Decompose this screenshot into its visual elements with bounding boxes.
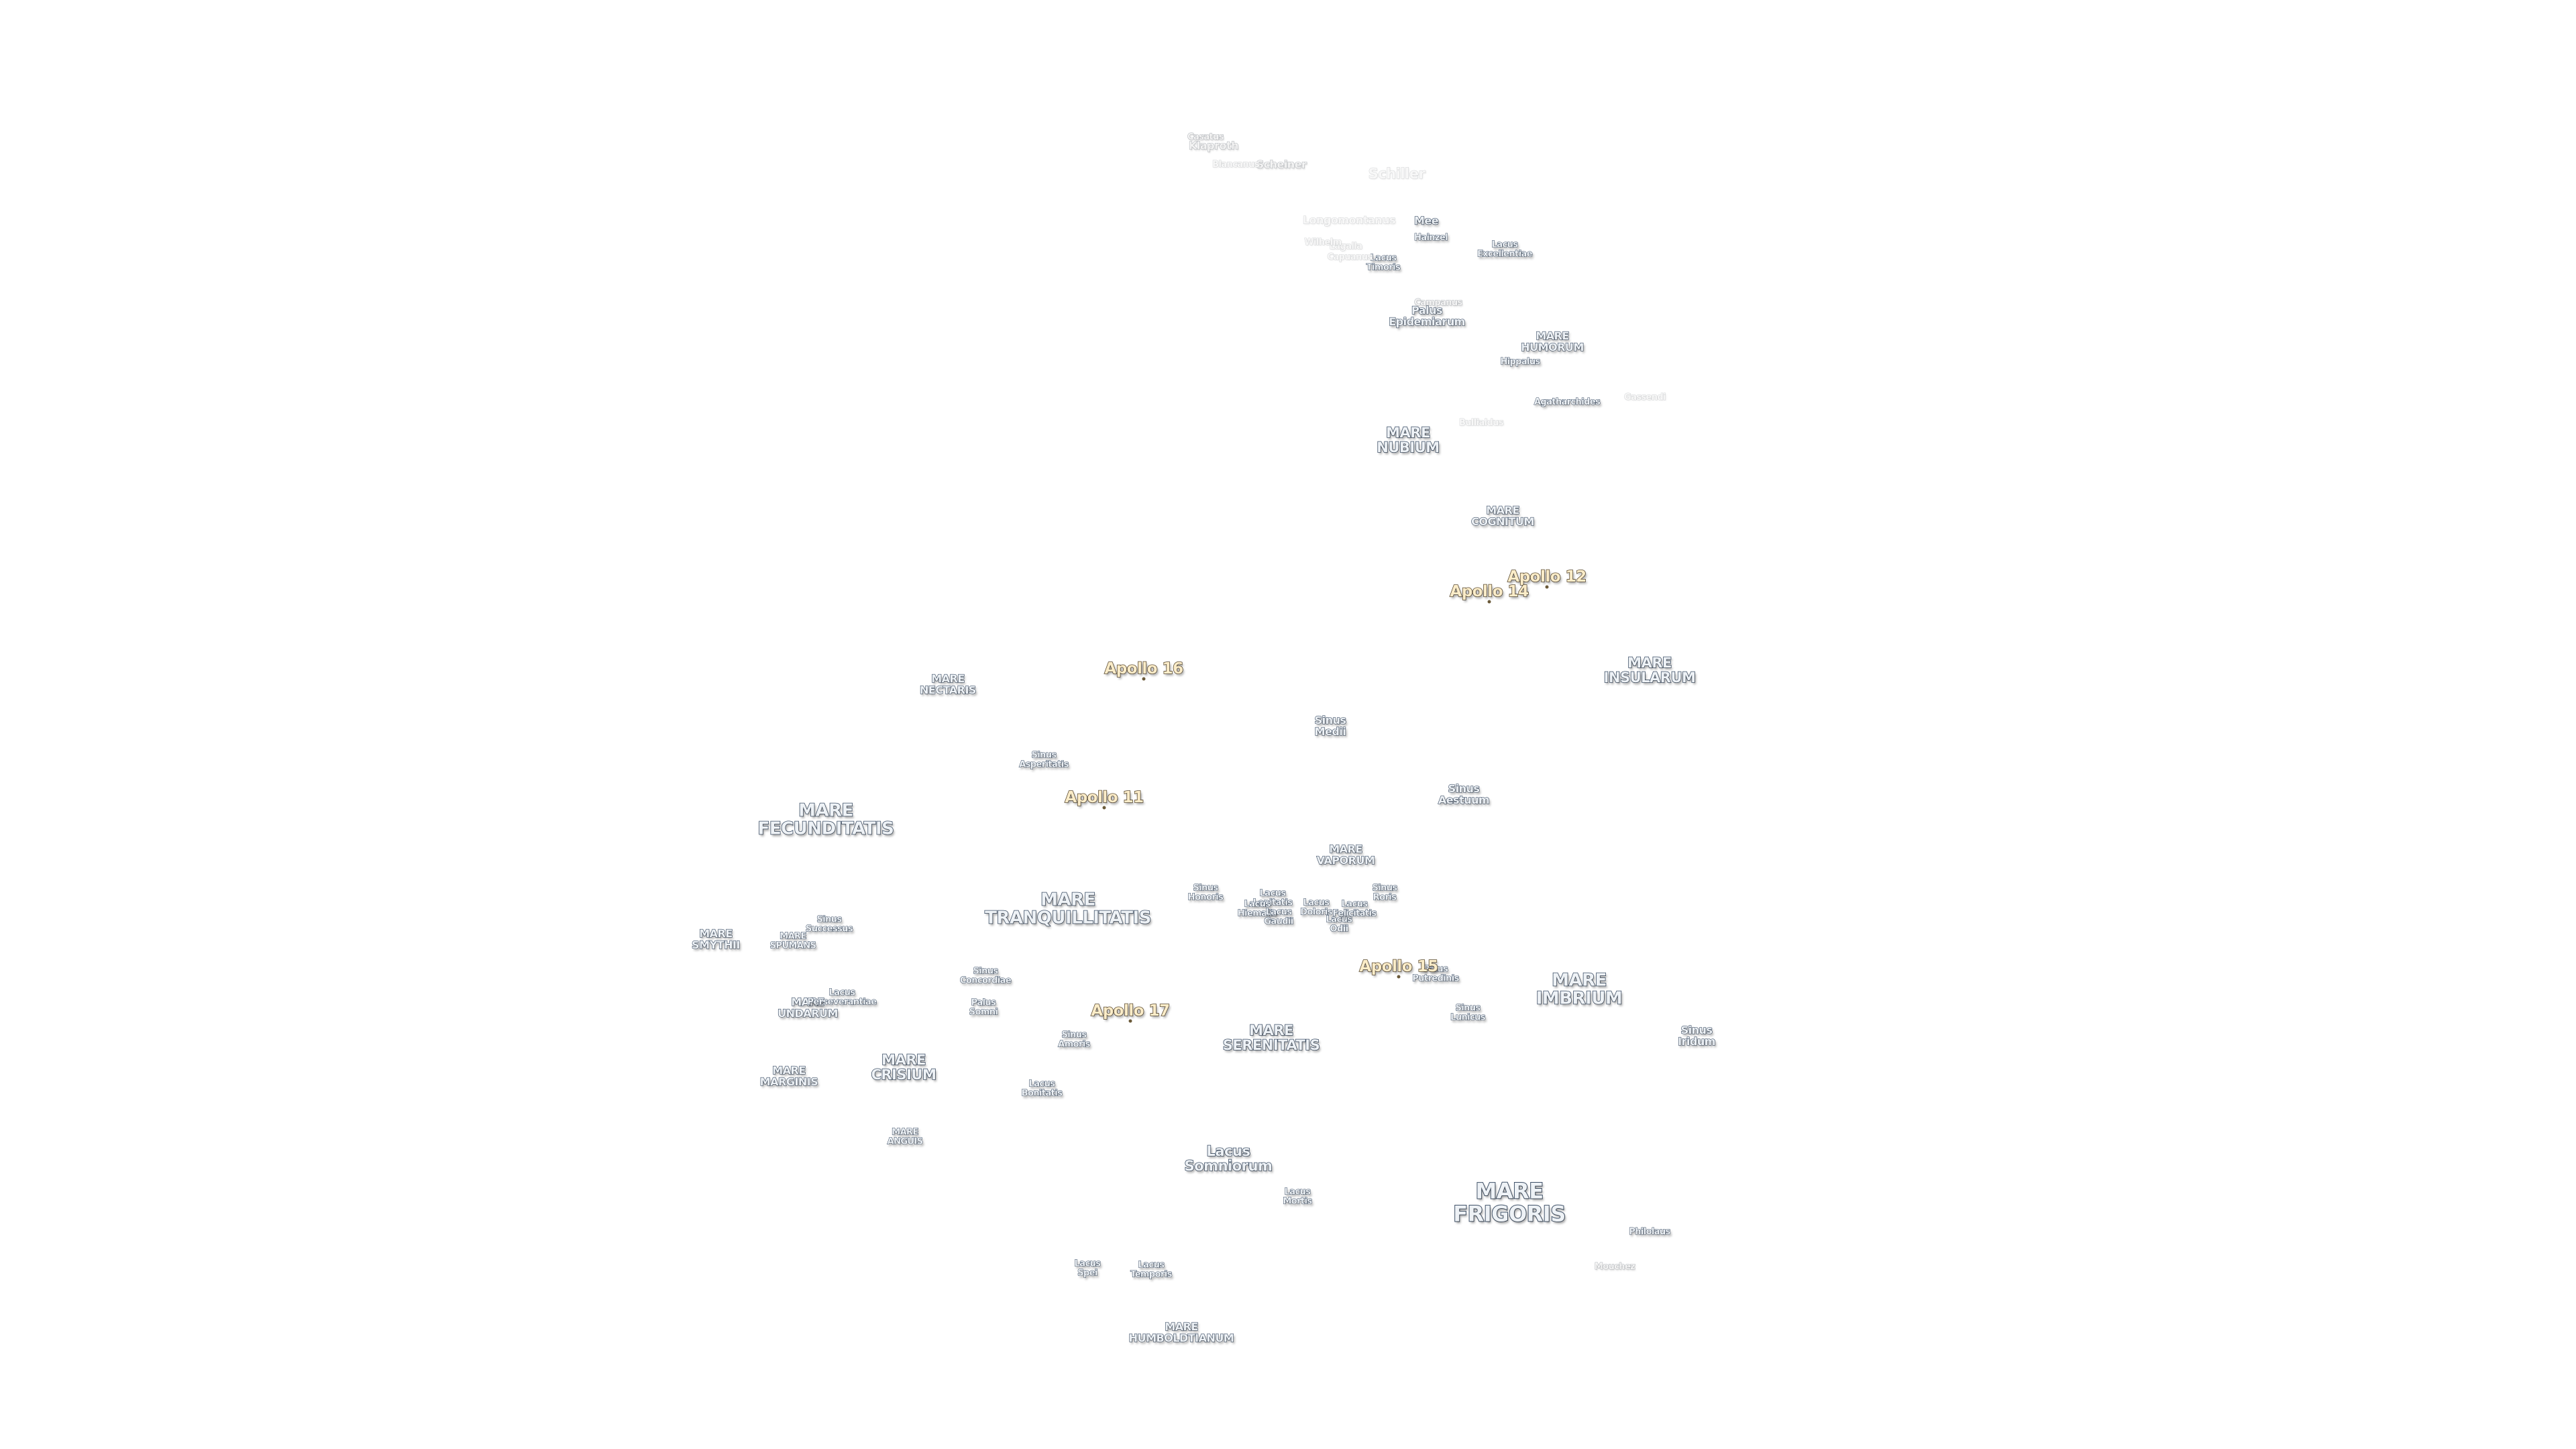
label-sinus-asperitatis: Sinus Asperitatis — [1019, 750, 1069, 769]
label-sinus-honoris: Sinus Honoris — [1187, 883, 1224, 902]
label-mare-undarum: MARE UNDARUM — [777, 996, 839, 1020]
label-mare-humorum: MARE HUMORUM — [1521, 329, 1585, 354]
label-sinus-iridum: Sinus Iridum — [1677, 1024, 1716, 1048]
label-lacus-spei: Lacus Spei — [1074, 1258, 1101, 1278]
label-mare-frigoris: MARE FRIGORIS — [1452, 1178, 1566, 1226]
label-mare-vaporum: MARE VAPORUM — [1316, 843, 1376, 867]
label-lacus-timoris: Lacus Timoris — [1366, 253, 1401, 272]
label-mouchez: Mouchez — [1594, 1262, 1635, 1273]
label-gassendi: Gassendi — [1624, 392, 1667, 403]
label-lacus-felicitatis: Lacus Felicitatis — [1332, 899, 1377, 918]
label-lacus-bonitatis: Lacus Bonitatis — [1021, 1079, 1063, 1098]
label-mare-tranquillitatis: MARE TRANQUILLITATIS — [984, 890, 1152, 928]
label-mare-spumans: MARE SPUMANS — [769, 931, 816, 951]
label-palus-putredinis: Palus Putredinis — [1412, 964, 1460, 983]
label-lagalla: Lagalla — [1329, 241, 1362, 252]
label-lacus-lenitatis: Lacus Lenitatis — [1252, 888, 1293, 908]
label-mare-smythii: MARE SMYTHII — [691, 927, 741, 951]
label-sinus-successus: Sinus Successus — [805, 914, 853, 934]
label-lacus-somniorum: Lacus Somniorum — [1184, 1142, 1273, 1174]
label-lacus-odii: Lacus Odii — [1326, 914, 1352, 934]
label-capuanus: Capuanus — [1327, 252, 1373, 263]
label-lacus-mortis: Lacus Mortis — [1283, 1187, 1313, 1206]
apollo-17-marker[interactable] — [1128, 1019, 1132, 1023]
label-agatharchides: Agatharchides — [1534, 397, 1601, 408]
label-lacus-excellentiae: Lacus Excellentiae — [1477, 239, 1534, 259]
apollo-16-label: Apollo 16 — [1104, 659, 1184, 678]
label-mare-nectaris: MARE NECTARIS — [919, 672, 977, 696]
label-mare-crisium: MARE CRISIUM — [871, 1051, 937, 1083]
apollo-11-marker[interactable] — [1102, 806, 1106, 810]
label-klaproth: Klaproth — [1188, 139, 1239, 152]
label-casatus: Casatus — [1187, 132, 1225, 143]
label-mare-cognitum: MARE COGNITUM — [1471, 504, 1535, 528]
label-sinus-aestuum: Sinus Aestuum — [1438, 782, 1490, 806]
label-lacus-gaudii: Lacus Gaudii — [1264, 907, 1294, 926]
label-sinus-lunicus: Sinus Lunicus — [1450, 1003, 1486, 1022]
label-mare-anguis: MARE ANGUIS — [887, 1127, 923, 1146]
label-hainzel: Hainzel — [1413, 233, 1448, 244]
label-bullialdus: Bullialdus — [1458, 418, 1504, 429]
apollo-15-marker[interactable] — [1397, 975, 1401, 979]
label-lacus-temporis: Lacus Temporis — [1130, 1260, 1173, 1279]
label-sinus-amoris: Sinus Amoris — [1058, 1030, 1091, 1049]
apollo-14-marker[interactable] — [1487, 600, 1491, 604]
apollo-11-label: Apollo 11 — [1065, 788, 1144, 806]
label-campanus: Campanus — [1414, 298, 1463, 309]
label-mare-insularum: MARE INSULARUM — [1603, 654, 1697, 686]
label-mare-humboldtianum: MARE HUMBOLDTIANUM — [1128, 1320, 1234, 1344]
label-hippalus: Hippalus — [1500, 357, 1541, 368]
apollo-12-label: Apollo 12 — [1507, 568, 1587, 586]
label-sinus-concordiae: Sinus Concordiae — [959, 966, 1012, 985]
label-mare-serenitatis: MARE SERENITATIS — [1222, 1022, 1321, 1053]
label-mare-nubium: MARE NUBIUM — [1376, 424, 1440, 455]
label-mee: Mee — [1413, 214, 1439, 227]
label-palus-somni: Palus Somni — [969, 998, 998, 1017]
label-mare-imbrium: MARE IMBRIUM — [1536, 970, 1623, 1009]
label-schiller: Schiller — [1368, 165, 1426, 182]
label-lacus-perseverantiae: Lacus Perseverantiae — [807, 987, 877, 1007]
label-philolaus: Philolaus — [1629, 1227, 1671, 1238]
label-wilhelm: Wilhelm — [1304, 237, 1342, 248]
label-mare-fecunditatis: MARE FECUNDITATIS — [757, 800, 895, 839]
label-lacus-doloris: Lacus Doloris — [1300, 898, 1333, 917]
apollo-17-label: Apollo 17 — [1091, 1002, 1171, 1020]
label-palus-epidemiarum: Palus Epidemiarum — [1389, 304, 1466, 328]
label-lacus-hiemalis: Lacus Hiemalis — [1237, 899, 1277, 918]
label-longomontanus: Longomontanus — [1302, 213, 1396, 227]
apollo-16-marker[interactable] — [1142, 677, 1146, 681]
label-sinus-roris: Sinus Roris — [1372, 883, 1398, 902]
label-sinus-medii: Sinus Medii — [1314, 714, 1347, 738]
label-mare-marginis: MARE MARGINIS — [759, 1064, 818, 1088]
apollo-12-marker[interactable] — [1545, 585, 1549, 589]
apollo-14-label: Apollo 14 — [1450, 582, 1529, 600]
apollo-15-label: Apollo 15 — [1359, 957, 1439, 975]
label-blancanus: Blancanus — [1212, 160, 1260, 170]
label-scheiner: Scheiner — [1256, 158, 1307, 171]
